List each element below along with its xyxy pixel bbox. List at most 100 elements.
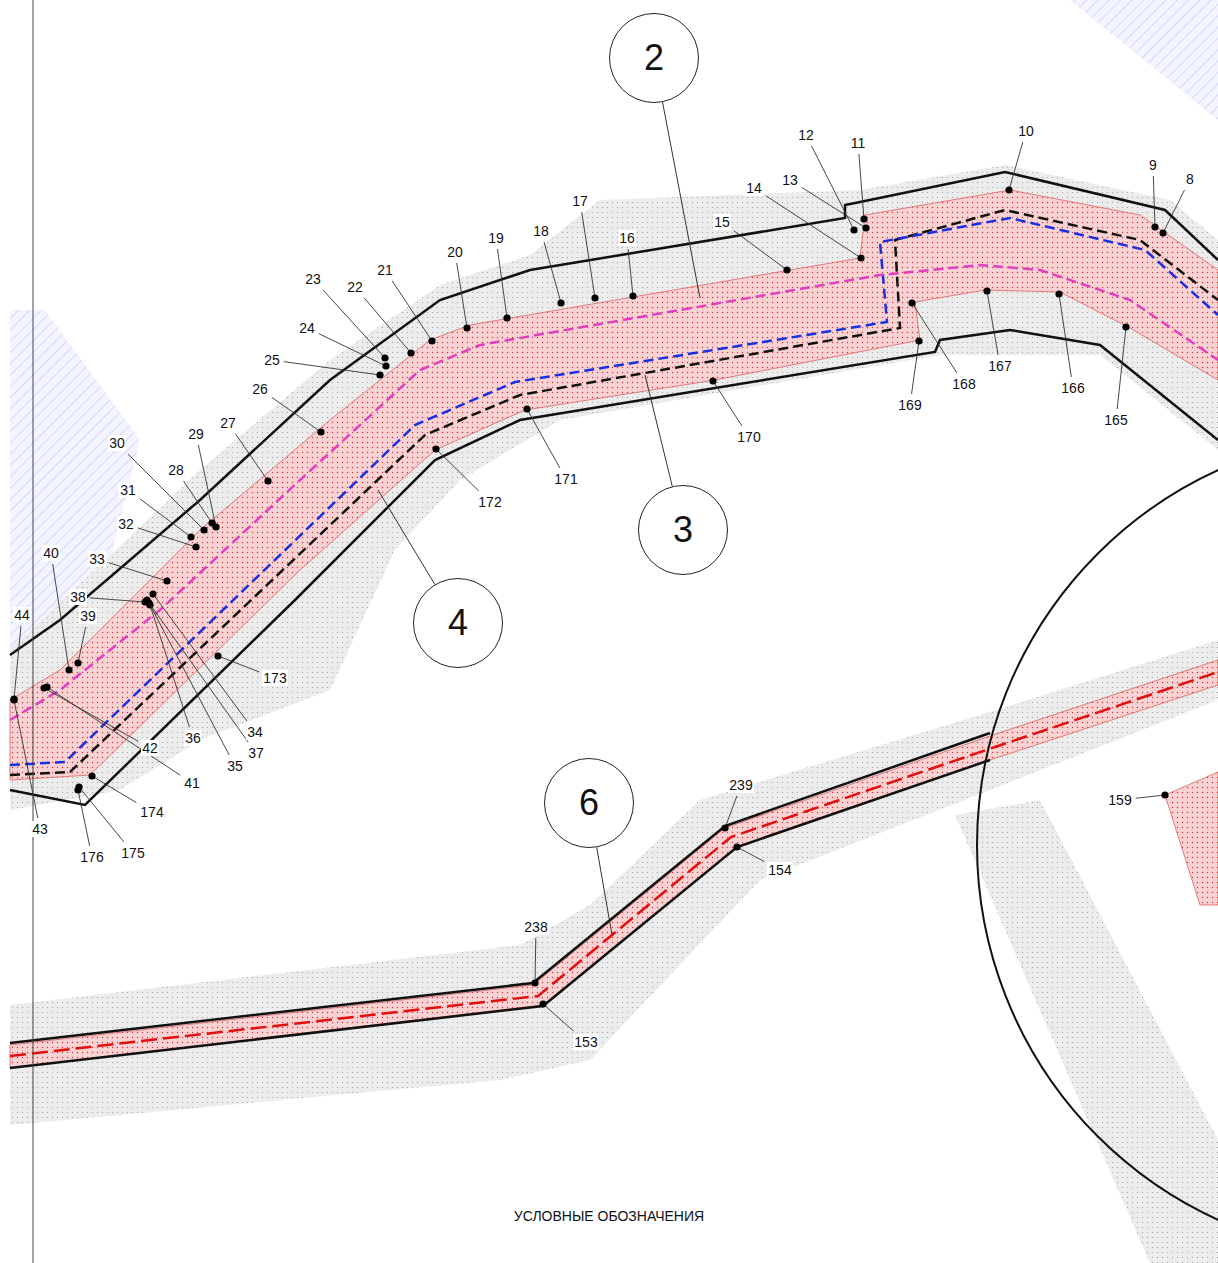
- point-number: 165: [1103, 412, 1128, 428]
- leader-line: [912, 303, 957, 373]
- legend-heading: УСЛОВНЫЕ ОБОЗНАЧЕНИЯ: [513, 1208, 705, 1224]
- point-number: 17: [571, 193, 589, 209]
- point-number: 27: [219, 415, 237, 431]
- point-number: 159: [1107, 792, 1132, 808]
- leader-line: [147, 600, 248, 742]
- survey-point: [1122, 323, 1129, 330]
- leader-line: [597, 847, 612, 935]
- leader-line: [47, 687, 180, 775]
- survey-point: [264, 477, 271, 484]
- point-number: 153: [573, 1034, 598, 1050]
- hatched-area: [1070, 0, 1218, 120]
- leader-line: [544, 242, 561, 303]
- point-number: 34: [246, 724, 264, 740]
- survey-point: [43, 683, 50, 690]
- survey-point: [539, 1000, 546, 1007]
- survey-point: [428, 337, 435, 344]
- leader-line: [392, 281, 432, 341]
- leader-line: [44, 688, 138, 741]
- survey-point: [192, 543, 199, 550]
- leader-line: [812, 146, 854, 230]
- survey-point: [721, 824, 728, 831]
- survey-point: [75, 783, 82, 790]
- callout-circle: 4: [413, 578, 503, 668]
- point-number: 21: [376, 262, 394, 278]
- point-number: 24: [298, 320, 316, 336]
- point-number: 33: [88, 551, 106, 567]
- survey-point: [503, 314, 510, 321]
- survey-point: [163, 577, 170, 584]
- point-number: 39: [79, 608, 97, 624]
- easement-band: [10, 660, 1218, 1068]
- leader-line: [323, 290, 385, 358]
- leader-line: [284, 362, 380, 375]
- leader-line: [14, 626, 21, 699]
- point-number: 23: [304, 271, 322, 287]
- buffer-zone: [955, 800, 1218, 1263]
- leader-line: [725, 796, 737, 828]
- survey-point: [208, 519, 215, 526]
- point-number: 22: [346, 279, 364, 295]
- survey-point: [187, 533, 194, 540]
- leader-line: [859, 154, 864, 219]
- survey-point: [65, 666, 72, 673]
- point-number: 169: [897, 397, 922, 413]
- point-number: 28: [167, 462, 185, 478]
- point-number: 10: [1017, 123, 1035, 139]
- survey-point: [143, 596, 150, 603]
- survey-point: [1161, 791, 1168, 798]
- point-number: 26: [251, 381, 269, 397]
- leader-line: [645, 375, 672, 486]
- leader-line: [1136, 795, 1165, 798]
- leader-line: [457, 263, 467, 328]
- survey-point: [523, 405, 530, 412]
- leader-line: [527, 409, 560, 468]
- survey-point: [407, 349, 414, 356]
- point-number: 31: [119, 482, 137, 498]
- point-number: 171: [553, 471, 578, 487]
- callout-circle: 3: [638, 485, 728, 575]
- leader-line: [53, 564, 69, 670]
- point-number: 9: [1148, 157, 1158, 173]
- point-number: 41: [183, 775, 201, 791]
- survey-point: [983, 287, 990, 294]
- survey-point: [915, 337, 922, 344]
- point-number: 20: [446, 244, 464, 260]
- leader-line: [218, 656, 259, 672]
- point-number: 173: [262, 670, 287, 686]
- point-number: 15: [713, 214, 731, 230]
- leader-line: [543, 1004, 574, 1031]
- point-number: 154: [767, 862, 792, 878]
- callout-number: 2: [644, 37, 664, 79]
- point-number: 172: [477, 494, 502, 510]
- leader-line: [272, 397, 321, 432]
- point-number: 29: [187, 426, 205, 442]
- centre-line: [10, 672, 1218, 1056]
- leader-line: [1153, 176, 1155, 227]
- leader-line: [109, 563, 167, 581]
- survey-point: [214, 652, 221, 659]
- dashed-line: [10, 210, 1218, 775]
- leader-line: [582, 212, 595, 298]
- point-number: 170: [736, 429, 761, 445]
- survey-point: [381, 354, 388, 361]
- survey-point: [862, 224, 869, 231]
- leader-line: [737, 847, 764, 862]
- leader-line: [183, 481, 212, 523]
- leader-line: [138, 528, 196, 547]
- survey-point: [88, 772, 95, 779]
- leader-line: [802, 187, 866, 228]
- survey-point: [382, 362, 389, 369]
- point-number: 174: [139, 804, 164, 820]
- survey-point: [857, 254, 864, 261]
- leader-line: [78, 627, 86, 663]
- survey-point: [1151, 223, 1158, 230]
- survey-point: [733, 843, 740, 850]
- leader-line: [713, 381, 742, 426]
- survey-point: [908, 299, 915, 306]
- leader-line: [364, 298, 411, 353]
- point-number: 30: [108, 435, 126, 451]
- leader-line: [766, 196, 861, 258]
